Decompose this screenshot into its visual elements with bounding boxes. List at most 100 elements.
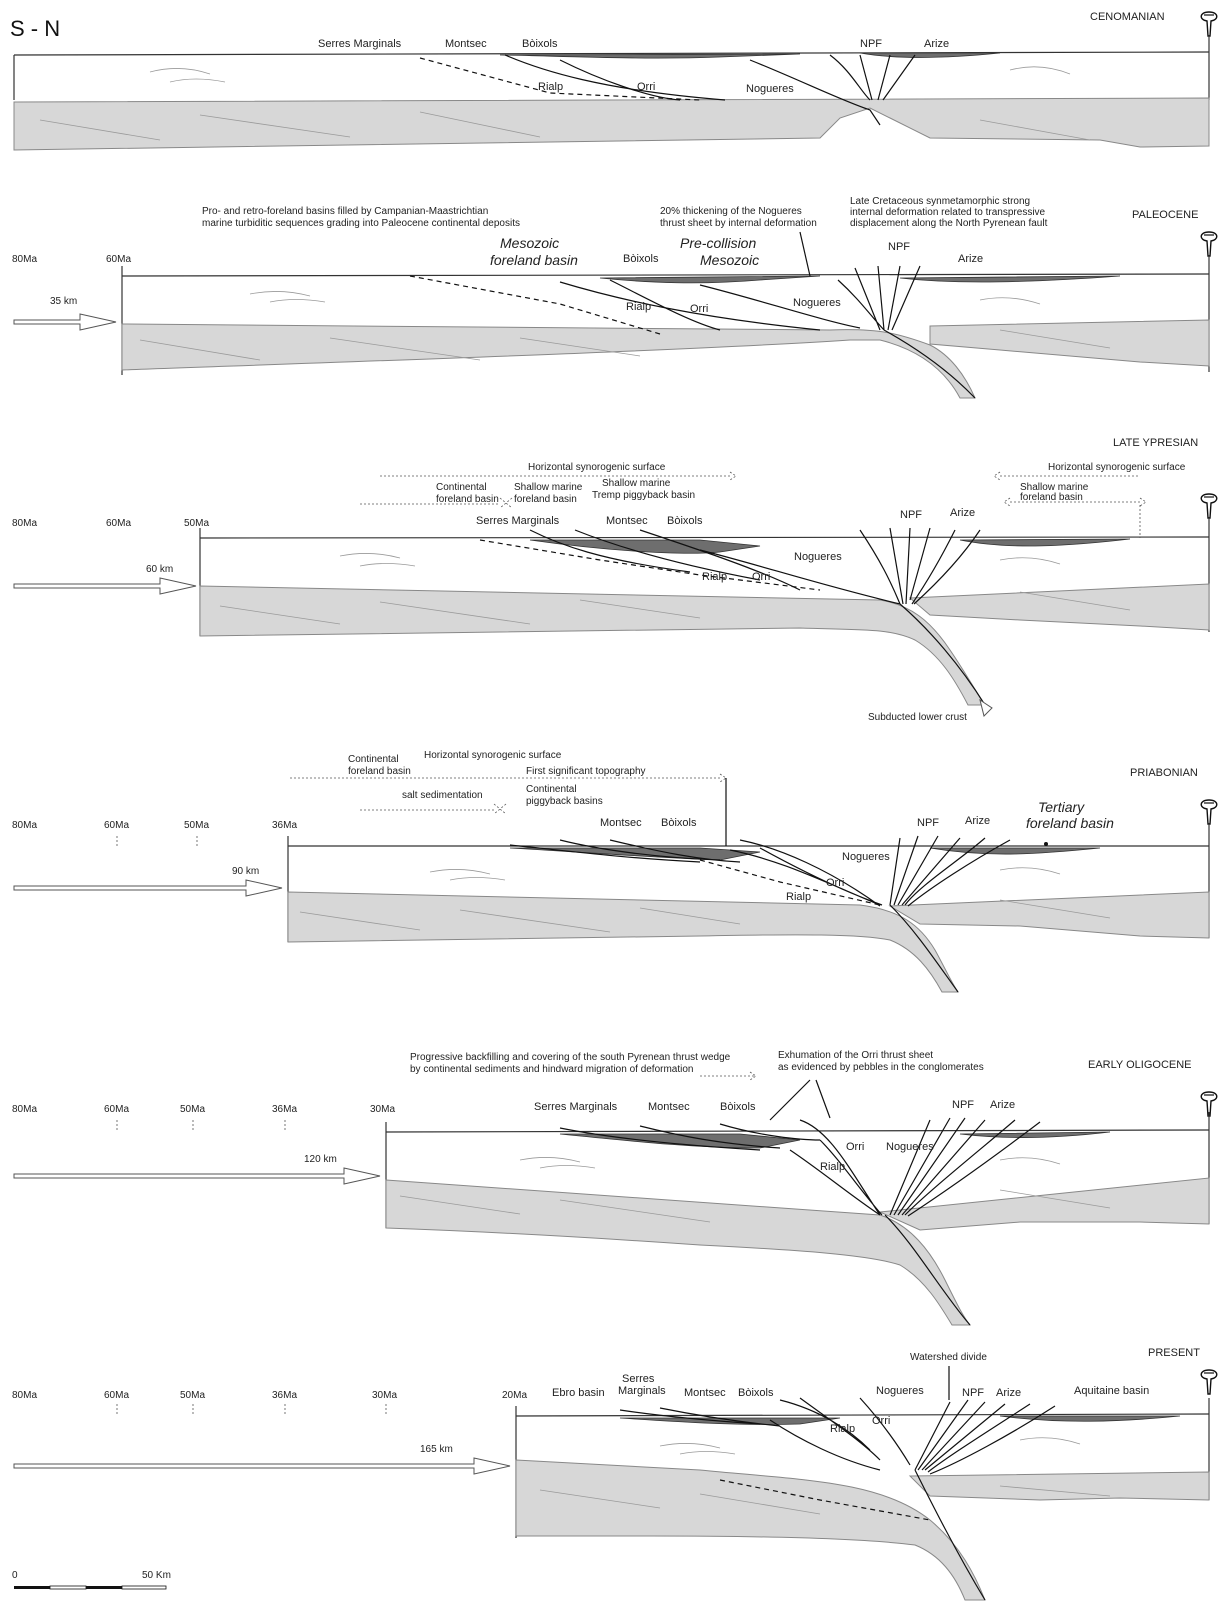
leader-lines <box>769 1079 831 1121</box>
detachment-dashed <box>419 57 701 101</box>
age-tick-marks <box>116 1120 286 1130</box>
shortening-arrow <box>13 577 197 595</box>
shortening-arrow <box>13 1457 511 1475</box>
label-arize: Arize <box>958 253 983 265</box>
label-orri: Orri <box>752 571 770 583</box>
npf-fan-faults <box>914 1399 1056 1601</box>
age-tick: 50Ma <box>180 1104 205 1115</box>
label-npf: NPF <box>888 241 910 253</box>
salt-basin-marker <box>360 803 507 815</box>
note-text: piggyback basins <box>526 796 603 807</box>
label-serres-marginals: Serres Marginals <box>476 515 560 527</box>
age-tick: 60Ma <box>104 820 129 831</box>
italic-label: foreland basin <box>490 252 578 268</box>
scale-start: 0 <box>12 1570 18 1581</box>
scale-end: 50 Km <box>142 1570 171 1581</box>
label-nogueres: Nogueres <box>746 83 794 95</box>
shortening-value: 35 km <box>50 296 77 307</box>
thrust-fault <box>749 59 881 126</box>
panel-early-oligocene: EARLY OLIGOCENE 80Ma 60Ma 50Ma 36Ma 30Ma… <box>12 1050 1218 1326</box>
label-serres: Serres <box>622 1373 655 1385</box>
age-tick: 50Ma <box>184 820 209 831</box>
note-text: Progressive backfilling and covering of … <box>410 1052 731 1063</box>
note-text: Tremp piggyback basin <box>592 490 695 501</box>
panel-paleocene: PALEOCENE 80Ma 60Ma 35 km Pro- and retro… <box>12 196 1218 399</box>
migration-arrow <box>700 1071 757 1081</box>
synorogenic-surface-arrow <box>290 773 727 783</box>
panel-title: EARLY OLIGOCENE <box>1088 1059 1192 1071</box>
retro-basin-sediments <box>929 847 1101 855</box>
italic-label: Pre-collision <box>680 235 756 251</box>
label-arize: Arize <box>924 38 949 50</box>
note-text: Continental <box>348 754 399 765</box>
label-boixols: Bòixols <box>623 253 659 265</box>
label-montsec: Montsec <box>600 817 642 829</box>
label-arize: Arize <box>990 1099 1015 1111</box>
npf-fan-faults <box>889 835 1011 993</box>
note-text: marine turbiditic sequences grading into… <box>202 218 520 229</box>
label-orri: Orri <box>872 1415 890 1427</box>
label-nogueres: Nogueres <box>793 297 841 309</box>
note-text: foreland basin <box>436 494 499 505</box>
age-tick: 36Ma <box>272 1390 297 1401</box>
retro-basin-sediments <box>859 52 1001 58</box>
fan-faults <box>859 54 916 101</box>
note-text: Horizontal synorogenic surface <box>424 750 562 761</box>
ground-surface <box>121 273 1210 277</box>
ground-surface <box>385 1129 1210 1133</box>
note-text: Horizontal synorogenic surface <box>1048 462 1186 473</box>
thrust-fault <box>699 284 861 329</box>
note-text: salt sedimentation <box>402 790 483 801</box>
basement-fabric <box>299 867 1111 933</box>
thrust-faults <box>529 529 901 605</box>
label-rialp: Rialp <box>538 81 563 93</box>
label-npf: NPF <box>952 1099 974 1111</box>
npf-fan-faults <box>859 527 986 706</box>
label-boixols: Bòixols <box>720 1101 756 1113</box>
note-text: 20% thickening of the Nogueres <box>660 206 802 217</box>
age-tick: 60Ma <box>106 254 131 265</box>
italic-label: foreland basin <box>1026 815 1114 831</box>
age-tick: 60Ma <box>106 518 131 529</box>
lower-crust <box>515 1459 986 1601</box>
label-montsec: Montsec <box>684 1387 726 1399</box>
detachment-dashed <box>719 1479 931 1521</box>
note-text: foreland basin <box>514 494 577 505</box>
pin-icon <box>1200 1369 1218 1395</box>
note-text: internal deformation related to transpre… <box>850 207 1046 218</box>
basement-fabric <box>539 1437 1111 1515</box>
lower-crust <box>121 323 976 399</box>
age-tick: 36Ma <box>272 1104 297 1115</box>
lower-crust-north <box>878 1177 1210 1231</box>
npf-fan-faults <box>837 265 976 399</box>
continental-basin-marker <box>360 497 513 509</box>
age-tick: 60Ma <box>104 1104 129 1115</box>
pointer-dot <box>1044 842 1048 846</box>
age-tick: 80Ma <box>12 1390 37 1401</box>
ground-surface <box>199 536 1210 539</box>
panel-cenomanian: CENOMANIAN Serres Marginals Montsec Bòix… <box>13 11 1218 151</box>
basement-fabric <box>399 1157 1111 1223</box>
subduction-arrow <box>979 698 993 717</box>
shallow-basin-arrow <box>1003 497 1147 507</box>
lower-crust-north <box>908 1471 1210 1501</box>
label-npf: NPF <box>900 509 922 521</box>
thrust-faults <box>559 1119 883 1216</box>
label-npf: NPF <box>962 1387 984 1399</box>
lower-crust-north <box>888 891 1210 939</box>
syn-orogenic-sediments <box>499 53 801 59</box>
label-npf: NPF <box>860 38 882 50</box>
syn-orogenic-sediments <box>559 1133 801 1149</box>
italic-label: Tertiary <box>1038 799 1085 815</box>
age-tick: 60Ma <box>104 1390 129 1401</box>
shortening-value: 165 km <box>420 1444 453 1455</box>
age-tick: 50Ma <box>180 1390 205 1401</box>
note-text: Shallow marine <box>514 482 583 493</box>
age-tick: 80Ma <box>12 518 37 529</box>
italic-label: Mesozoic <box>700 252 759 268</box>
shortening-value: 90 km <box>232 866 259 877</box>
label-nogueres: Nogueres <box>842 851 890 863</box>
label-serres-marginals: Serres Marginals <box>534 1101 618 1113</box>
label-rialp: Rialp <box>626 301 651 313</box>
age-tick: 80Ma <box>12 254 37 265</box>
